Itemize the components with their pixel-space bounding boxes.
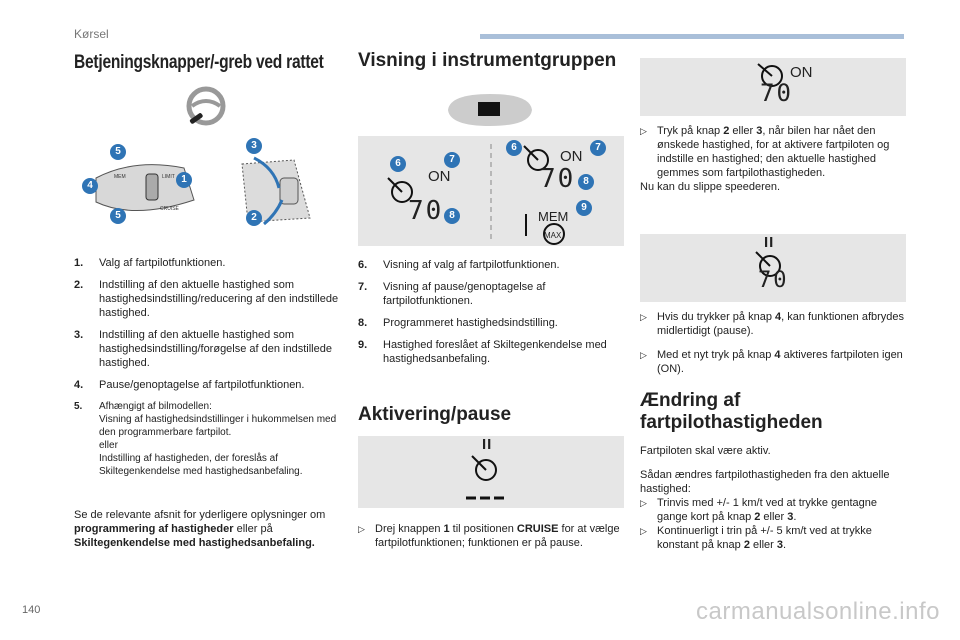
header-bar — [480, 34, 904, 39]
list-item: 4.Pause/genoptagelse af fartpilotfunktio… — [74, 379, 305, 391]
on-display-speed: 70 — [760, 79, 793, 107]
pause-status-display: II 70 — [640, 234, 906, 302]
pause-steps: ▷ Hvis du trykker på knap 4, kan funktio… — [640, 310, 906, 376]
badge-2: 2 — [246, 210, 262, 226]
reference-note: Se de relevante afsnit for yderligere op… — [74, 509, 326, 549]
pause-status-speed: 70 — [758, 268, 789, 293]
list-item: ▷ Med et nyt tryk på knap 4 aktiveres fa… — [640, 349, 903, 375]
instrument-cluster-icon — [448, 94, 532, 126]
panel-left-speed: 70 — [408, 196, 444, 226]
display-title: Visning i instrumentgruppen — [358, 50, 617, 71]
panel-left-on: ON — [428, 168, 451, 185]
display-panel: ON 70 ON 70 MEM MAX 6 7 8 6 7 8 9 — [358, 136, 624, 246]
arrow-icon: ▷ — [640, 126, 647, 136]
activation-title: Aktivering/pause — [358, 404, 512, 425]
badge-8-right: 8 — [578, 174, 594, 190]
activation-bullets: ▷ Drej knappen 1 til positionen CRUISE f… — [358, 522, 624, 550]
list-item: ▷ Drej knappen 1 til positionen CRUISE f… — [358, 523, 620, 549]
lever-label-cruise: CRUISE — [160, 206, 179, 212]
list-item: ▷ Hvis du trykker på knap 4, kan funktio… — [640, 311, 905, 337]
para-active: Fartpiloten skal være aktiv. — [640, 445, 771, 457]
pause-display: II — [358, 436, 624, 508]
arrow-icon: ▷ — [640, 350, 647, 360]
arrow-icon: ▷ — [358, 524, 365, 534]
badge-7-left: 7 — [444, 152, 460, 168]
panel-right-max: MAX — [544, 231, 562, 240]
badge-8-left: 8 — [444, 208, 460, 224]
change-steps: ▷ Trinvis med +/- 1 km/t ved at trykke g… — [640, 496, 906, 552]
badge-6-left: 6 — [390, 156, 406, 172]
panel-right-on: ON — [560, 148, 583, 165]
list-item: ▷ Trinvis med +/- 1 km/t ved at trykke g… — [640, 497, 877, 523]
list-item: 2.Indstilling af den aktuelle hastighed … — [74, 279, 339, 319]
pause-symbol: II — [482, 436, 493, 453]
pause-status-symbol: II — [764, 234, 775, 251]
para-howto: Sådan ændres fartpilothastigheden fra de… — [640, 469, 890, 495]
column-controls: Betjeningsknapper/-greb ved rattet MEM L… — [74, 52, 346, 550]
arrow-icon: ▷ — [640, 498, 647, 508]
section-header: Kørsel — [74, 27, 109, 41]
badge-9-right: 9 — [576, 200, 592, 216]
arrow-icon: ▷ — [640, 526, 647, 536]
page-number: 140 — [22, 604, 41, 616]
list-item: 5.Afhængigt af bilmodellen: Visning af h… — [74, 401, 337, 477]
on-display: ON 70 — [640, 58, 906, 116]
lever-label-mem: MEM — [114, 174, 126, 180]
badge-5-top: 5 — [110, 144, 126, 160]
list-item: 7.Visning af pause/genoptagelse af fartp… — [358, 281, 546, 307]
badge-3: 3 — [246, 138, 262, 154]
list-item: 9.Hastighed foreslået af Skiltegenkendel… — [358, 339, 607, 365]
list-item: 1.Valg af fartpilotfunktionen. — [74, 257, 226, 269]
controls-list: 1.Valg af fartpilotfunktionen. 2.Indstil… — [74, 256, 346, 478]
steering-wheel-icon — [186, 86, 226, 126]
list-item: ▷ Tryk på knap 2 eller 3, når bilen har … — [640, 125, 890, 179]
badge-5-bottom: 5 — [110, 208, 126, 224]
badge-1: 1 — [176, 172, 192, 188]
list-item: ▷ Kontinuerligt i trin på +/- 5 km/t ved… — [640, 525, 872, 551]
list-item: 6.Visning af valg af fartpilotfunktionen… — [358, 259, 560, 271]
badge-7-right: 7 — [590, 140, 606, 156]
list-item: 3.Indstilling af den aktuelle hastighed … — [74, 329, 332, 369]
arrow-icon: ▷ — [640, 312, 647, 322]
badge-4: 4 — [82, 178, 98, 194]
display-list: 6.Visning af valg af fartpilotfunktionen… — [358, 258, 624, 366]
column-display: Visning i instrumentgruppen ON 70 ON 70 … — [358, 50, 624, 550]
badge-6-right: 6 — [506, 140, 522, 156]
change-speed-title: Ændring af fartpilothastigheden — [640, 390, 823, 433]
on-display-on: ON — [790, 64, 813, 81]
after-text: Nu kan du slippe speederen. — [640, 181, 781, 193]
panel-right-mem: MEM — [538, 209, 569, 224]
controls-title: Betjeningsknapper/-greb ved rattet — [74, 52, 324, 73]
lever-figure: MEM LIMIT CRUISE 5 4 5 1 3 2 — [74, 138, 346, 238]
column-steps: ON 70 ▷ Tryk på knap 2 eller 3, når bile… — [640, 54, 906, 552]
list-item: 8.Programmeret hastighedsindstilling. — [358, 317, 558, 329]
panel-right-speed: 70 — [540, 164, 576, 194]
lever-label-limit: LIMIT — [162, 174, 175, 180]
watermark: carmanualsonline.info — [696, 598, 940, 625]
activation-steps: ▷ Tryk på knap 2 eller 3, når bilen har … — [640, 124, 906, 180]
